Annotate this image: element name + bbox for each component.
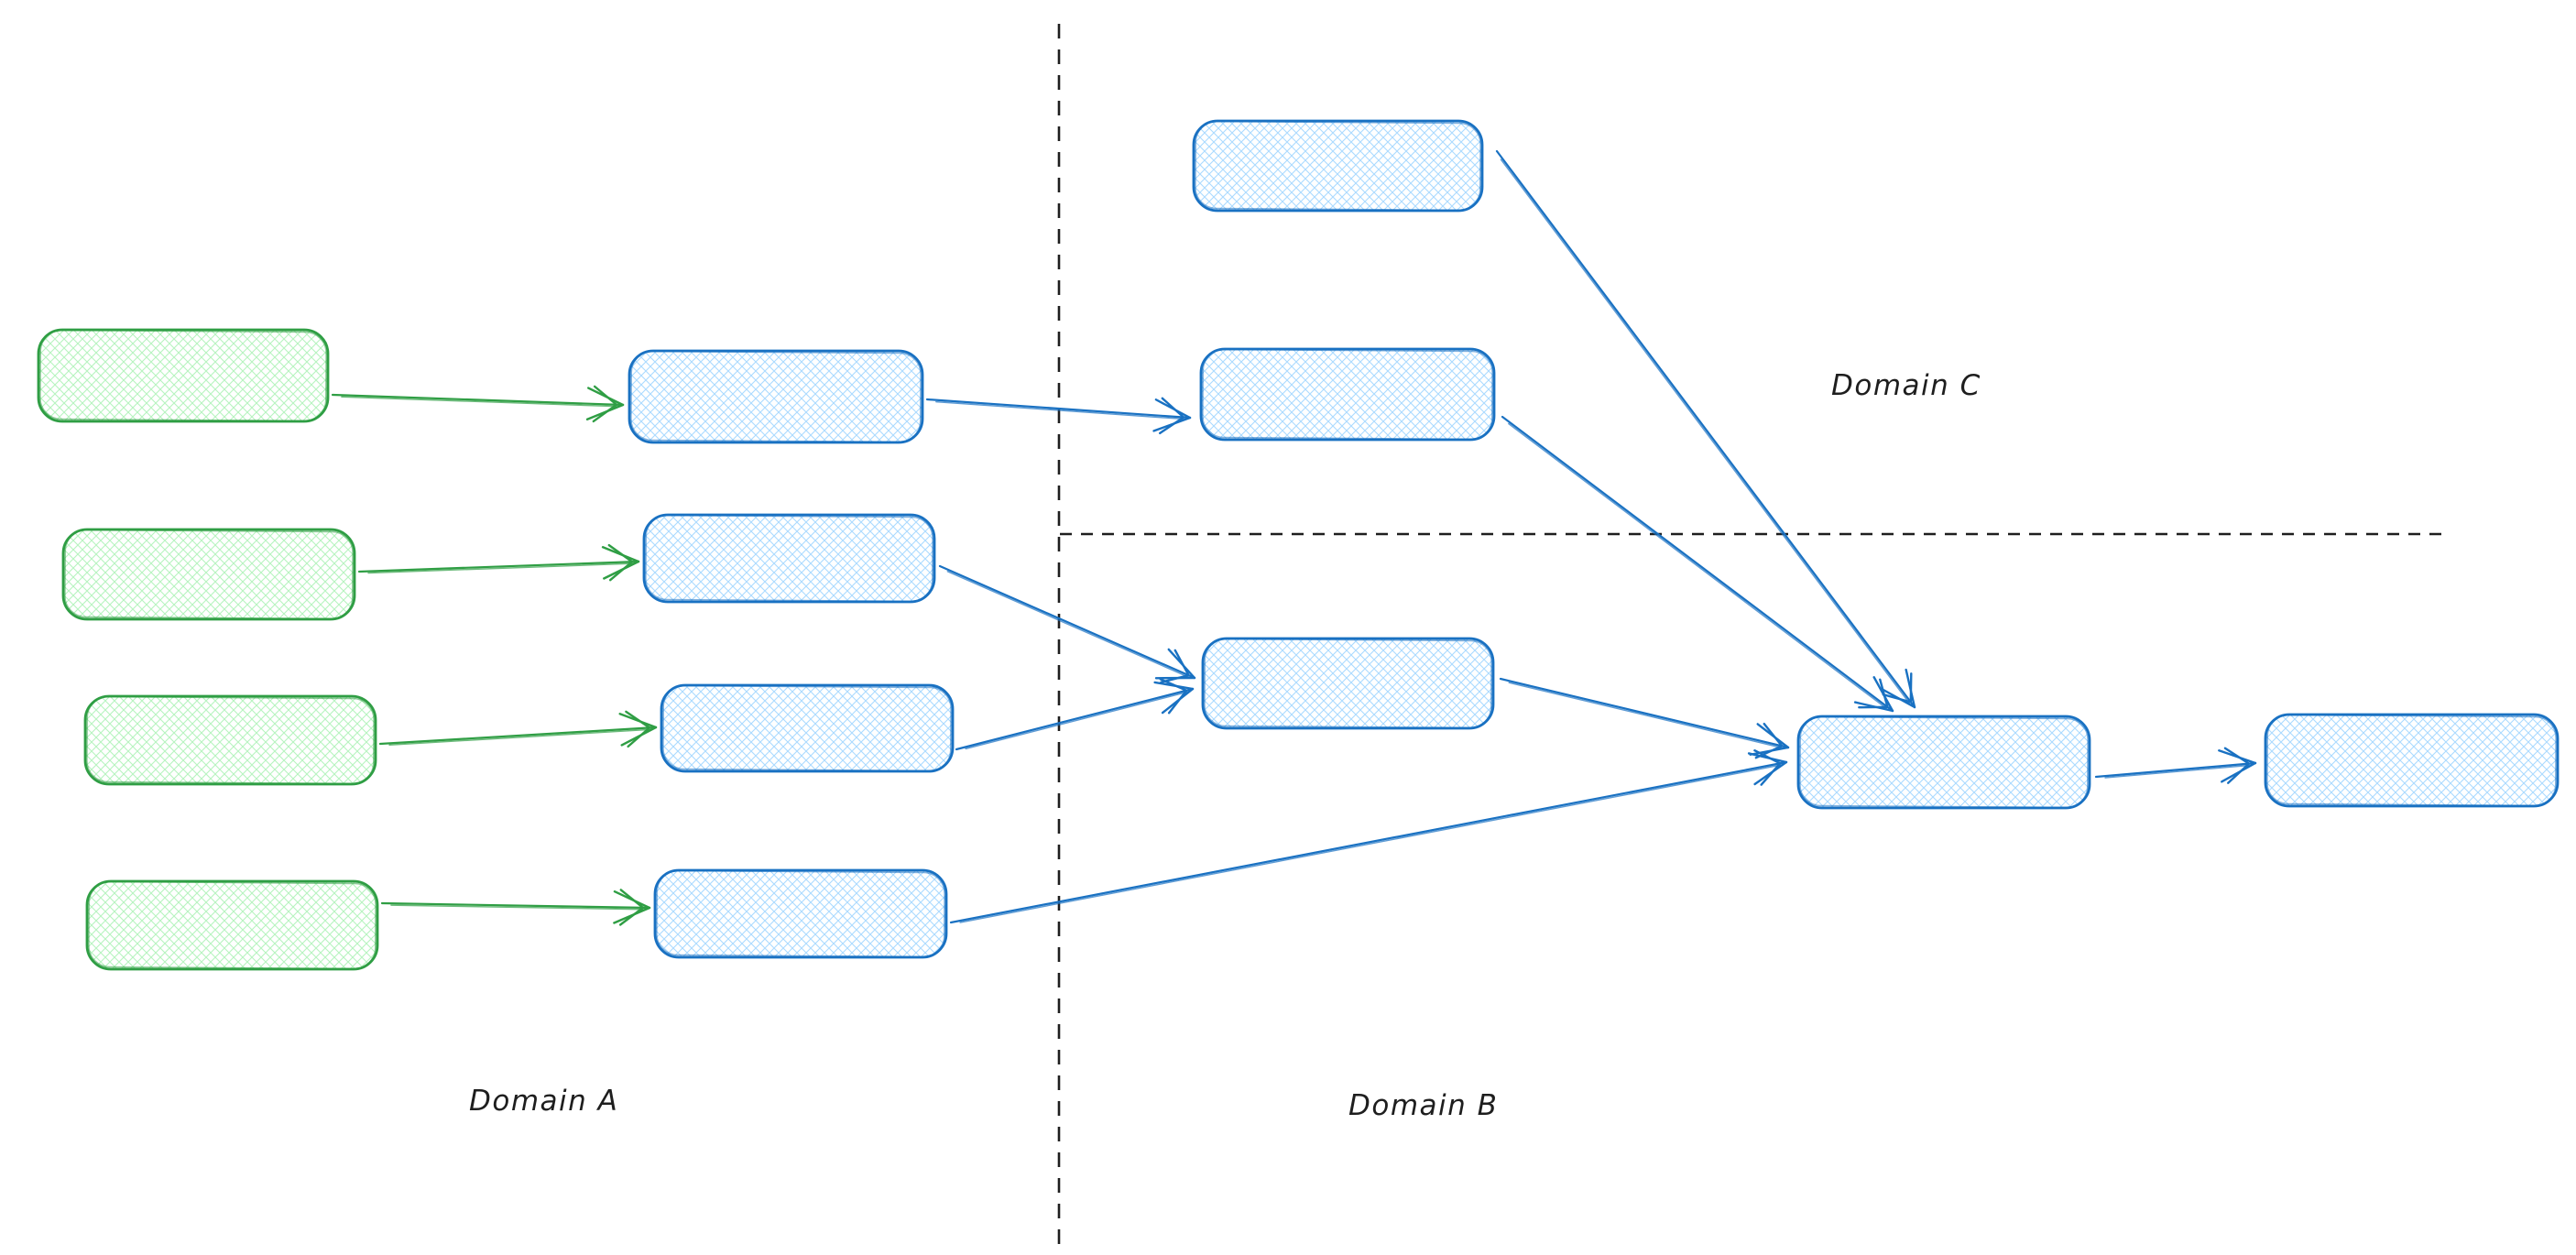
edge-bmid-to-chub[interactable]	[1501, 415, 1894, 713]
edge-a3-to-stage3[interactable]	[378, 710, 658, 748]
node-a-source-3[interactable]	[83, 694, 377, 786]
node-b-top[interactable]	[1192, 119, 1484, 213]
label-domain-b[interactable]: Domain B	[1348, 1089, 1498, 1122]
node-b-mid[interactable]	[1199, 347, 1496, 442]
edge-btop-to-chub[interactable]	[1495, 149, 1916, 709]
node-a-source-1[interactable]	[37, 328, 330, 423]
node-a-stage-3[interactable]	[660, 683, 955, 773]
node-a-stage-1[interactable]	[628, 349, 924, 444]
edge-blow-to-chub[interactable]	[1499, 677, 1790, 759]
node-a-stage-2[interactable]	[642, 513, 936, 604]
label-domain-c[interactable]: Domain C	[1831, 369, 1981, 402]
edge-stage4-to-chub[interactable]	[949, 749, 1788, 924]
edge-a1-to-stage1[interactable]	[331, 385, 625, 423]
edge-stage3-to-blow[interactable]	[955, 678, 1195, 751]
edge-stage2-to-blow[interactable]	[938, 564, 1196, 683]
label-domain-a[interactable]: Domain A	[469, 1085, 618, 1118]
node-a-source-2[interactable]	[61, 528, 356, 621]
edge-chub-to-output[interactable]	[2094, 747, 2257, 784]
node-a-source-4[interactable]	[85, 879, 379, 971]
node-a-stage-4[interactable]	[653, 868, 948, 959]
edge-stage1-to-bmid[interactable]	[925, 397, 1192, 435]
node-c-output[interactable]	[2264, 713, 2560, 808]
node-b-low[interactable]	[1201, 637, 1495, 730]
edge-a2-to-stage2[interactable]	[357, 543, 640, 582]
edge-a4-to-stage4[interactable]	[380, 889, 651, 926]
node-c-hub[interactable]	[1796, 715, 2091, 810]
